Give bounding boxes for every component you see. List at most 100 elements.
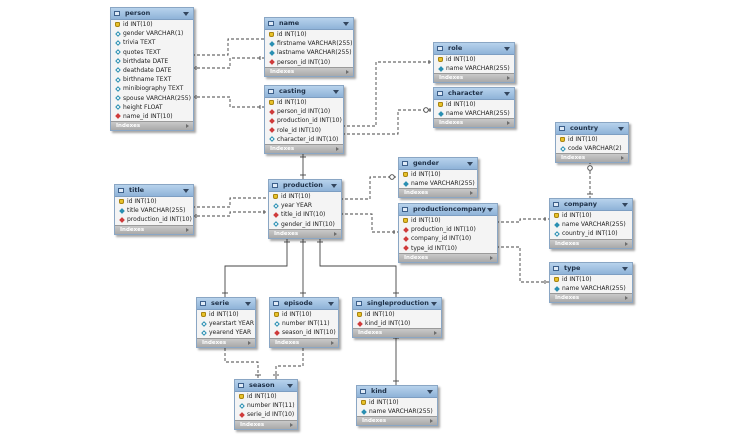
table-header[interactable]: season <box>235 380 297 392</box>
column-row[interactable]: number INT(11) <box>270 319 338 328</box>
column-row[interactable]: quotes TEXT <box>111 48 193 57</box>
table-header[interactable]: kind <box>357 386 437 398</box>
column-row[interactable]: firstname VARCHAR(255) <box>265 39 353 48</box>
collapse-arrow-icon[interactable] <box>287 384 293 388</box>
table-header[interactable]: episode <box>270 298 338 310</box>
column-row[interactable]: character_id INT(10) <box>265 135 343 144</box>
column-row[interactable]: person_id INT(10) <box>265 107 343 116</box>
indexes-footer[interactable]: Indexes <box>265 143 343 153</box>
collapse-arrow-icon[interactable] <box>328 302 334 306</box>
indexes-footer[interactable]: Indexes <box>550 293 632 303</box>
expand-arrow-icon[interactable] <box>507 76 510 81</box>
column-row[interactable]: name VARCHAR(255) <box>434 109 514 118</box>
table-header[interactable]: serie <box>197 298 255 310</box>
collapse-arrow-icon[interactable] <box>504 92 510 96</box>
table-header[interactable]: person <box>111 8 193 20</box>
expand-arrow-icon[interactable] <box>621 156 624 161</box>
indexes-footer[interactable]: Indexes <box>115 224 193 234</box>
table-header[interactable]: singleproduction <box>353 298 441 310</box>
column-row[interactable]: year YEAR <box>269 201 341 210</box>
indexes-footer[interactable]: Indexes <box>434 73 514 83</box>
column-row[interactable]: production_id INT(10) <box>265 116 343 125</box>
collapse-arrow-icon[interactable] <box>245 302 251 306</box>
collapse-arrow-icon[interactable] <box>431 302 437 306</box>
collapse-arrow-icon[interactable] <box>467 162 473 166</box>
collapse-arrow-icon[interactable] <box>487 208 493 212</box>
expand-arrow-icon[interactable] <box>625 296 628 301</box>
expand-arrow-icon[interactable] <box>470 191 473 196</box>
collapse-arrow-icon[interactable] <box>183 12 189 16</box>
collapse-arrow-icon[interactable] <box>622 203 628 207</box>
indexes-footer[interactable]: Indexes <box>269 228 341 238</box>
column-row[interactable]: lastname VARCHAR(255) <box>265 48 353 57</box>
column-row[interactable]: trivia TEXT <box>111 38 193 47</box>
column-row[interactable]: minibiography TEXT <box>111 84 193 93</box>
table-header[interactable]: character <box>434 88 514 100</box>
expand-arrow-icon[interactable] <box>336 146 339 151</box>
column-row[interactable]: id INT(10) <box>556 135 628 144</box>
column-row[interactable]: title_id INT(10) <box>269 210 341 219</box>
collapse-arrow-icon[interactable] <box>618 127 624 131</box>
expand-arrow-icon[interactable] <box>430 419 433 424</box>
indexes-footer[interactable]: Indexes <box>550 238 632 248</box>
expand-arrow-icon[interactable] <box>346 69 349 74</box>
column-row[interactable]: id INT(10) <box>550 211 632 220</box>
table-header[interactable]: company <box>550 199 632 211</box>
column-row[interactable]: id INT(10) <box>353 310 441 319</box>
column-row[interactable]: id INT(10) <box>235 392 297 401</box>
expand-arrow-icon[interactable] <box>625 241 628 246</box>
column-row[interactable]: yearend YEAR <box>197 328 255 337</box>
collapse-arrow-icon[interactable] <box>622 267 628 271</box>
table-header[interactable]: name <box>265 18 353 30</box>
expand-arrow-icon[interactable] <box>290 422 293 427</box>
column-row[interactable]: production_id INT(10) <box>115 215 193 224</box>
column-row[interactable]: country_id INT(10) <box>550 229 632 238</box>
column-row[interactable]: name VARCHAR(255) <box>550 284 632 293</box>
expand-arrow-icon[interactable] <box>186 124 189 129</box>
column-row[interactable]: type_id INT(10) <box>399 244 497 253</box>
column-row[interactable]: birthname TEXT <box>111 75 193 84</box>
column-row[interactable]: gender_id INT(10) <box>269 220 341 229</box>
column-row[interactable]: id INT(10) <box>197 310 255 319</box>
column-row[interactable]: id INT(10) <box>550 275 632 284</box>
expand-arrow-icon[interactable] <box>186 227 189 232</box>
column-row[interactable]: id INT(10) <box>399 170 477 179</box>
collapse-arrow-icon[interactable] <box>343 22 349 26</box>
collapse-arrow-icon[interactable] <box>333 90 339 94</box>
indexes-footer[interactable]: Indexes <box>270 337 338 347</box>
column-row[interactable]: name VARCHAR(255) <box>434 64 514 73</box>
expand-arrow-icon[interactable] <box>248 340 251 345</box>
column-row[interactable]: spouse VARCHAR(255) <box>111 94 193 103</box>
column-row[interactable]: serie_id INT(10) <box>235 410 297 419</box>
collapse-arrow-icon[interactable] <box>183 189 189 193</box>
table-header[interactable]: productioncompany <box>399 204 497 216</box>
column-row[interactable]: height FLOAT <box>111 103 193 112</box>
collapse-arrow-icon[interactable] <box>331 184 337 188</box>
table-header[interactable]: title <box>115 185 193 197</box>
table-header[interactable]: casting <box>265 86 343 98</box>
column-row[interactable]: person_id INT(10) <box>265 58 353 67</box>
column-row[interactable]: season_id INT(10) <box>270 328 338 337</box>
table-header[interactable]: production <box>269 180 341 192</box>
column-row[interactable]: id INT(10) <box>111 20 193 29</box>
column-row[interactable]: deathdate DATE <box>111 66 193 75</box>
indexes-footer[interactable]: Indexes <box>197 337 255 347</box>
column-row[interactable]: gender VARCHAR(1) <box>111 29 193 38</box>
column-row[interactable]: id INT(10) <box>434 55 514 64</box>
indexes-footer[interactable]: Indexes <box>353 328 441 338</box>
collapse-arrow-icon[interactable] <box>504 47 510 51</box>
column-row[interactable]: id INT(10) <box>269 192 341 201</box>
column-row[interactable]: id INT(10) <box>434 100 514 109</box>
column-row[interactable]: id INT(10) <box>265 98 343 107</box>
indexes-footer[interactable]: Indexes <box>235 419 297 429</box>
table-header[interactable]: role <box>434 43 514 55</box>
